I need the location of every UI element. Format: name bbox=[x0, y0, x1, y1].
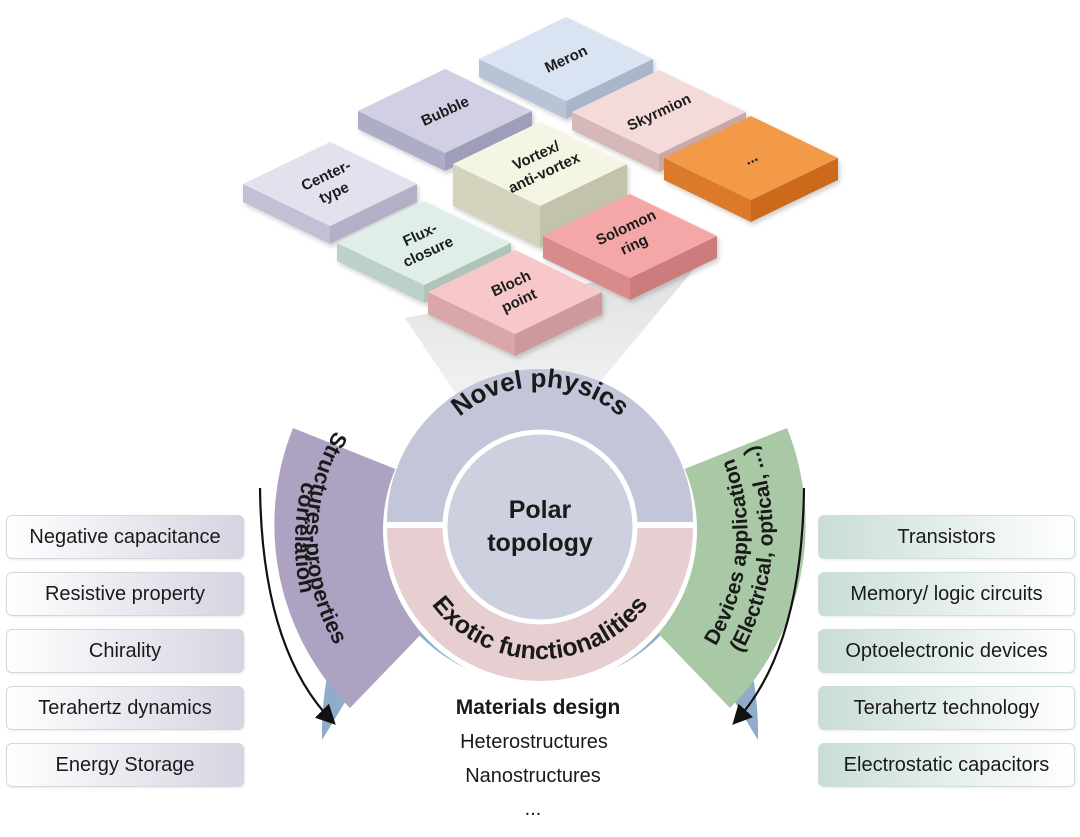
polar-topology-core bbox=[442, 429, 638, 625]
materials-item-nanostructures: Nanostructures bbox=[465, 765, 601, 787]
right-item-label: Electrostatic capacitors bbox=[843, 753, 1050, 776]
right-item-optoelectronic: Optoelectronic devices bbox=[818, 629, 1075, 673]
right-curved-arrow bbox=[732, 487, 806, 725]
polar-label: Polar bbox=[509, 496, 572, 524]
structures-properties-arc bbox=[274, 428, 430, 708]
right-item-electrostatic-capacitors: Electrostatic capacitors bbox=[818, 743, 1075, 787]
materials-item-ellipsis: ... bbox=[525, 798, 542, 820]
left-item-negative-capacitance: Negative capacitance bbox=[6, 515, 244, 559]
left-item-resistive-property: Resistive property bbox=[6, 572, 244, 616]
right-item-label: Optoelectronic devices bbox=[845, 639, 1048, 662]
materials-item-heterostructures: Heterostructures bbox=[460, 731, 608, 753]
right-item-label: Memory/ logic circuits bbox=[850, 582, 1043, 605]
materials-design-title: Materials design bbox=[456, 696, 621, 719]
right-item-terahertz-technology: Terahertz technology bbox=[818, 686, 1075, 730]
right-item-label: Transistors bbox=[897, 525, 996, 548]
left-item-label: Negative capacitance bbox=[29, 525, 221, 548]
tile-ellipsis: ... bbox=[664, 116, 838, 222]
tile-bubble: Bubble bbox=[358, 69, 532, 171]
devices-application-arc bbox=[650, 428, 806, 708]
topology-label: topology bbox=[487, 529, 593, 557]
left-curved-arrow bbox=[258, 487, 336, 725]
left-item-chirality: Chirality bbox=[6, 629, 244, 673]
left-item-label: Energy Storage bbox=[55, 753, 195, 776]
left-item-label: Chirality bbox=[88, 639, 162, 662]
left-item-terahertz-dynamics: Terahertz dynamics bbox=[6, 686, 244, 730]
tile-meron: Meron bbox=[479, 17, 653, 119]
left-item-energy-storage: Energy Storage bbox=[6, 743, 244, 787]
left-item-label: Resistive property bbox=[44, 582, 206, 605]
right-item-memory-logic: Memory/ logic circuits bbox=[818, 572, 1075, 616]
right-item-transistors: Transistors bbox=[818, 515, 1075, 559]
left-item-label: Terahertz dynamics bbox=[38, 696, 212, 719]
right-item-label: Terahertz technology bbox=[853, 696, 1040, 719]
tile-center-type: Center-type bbox=[243, 142, 417, 244]
